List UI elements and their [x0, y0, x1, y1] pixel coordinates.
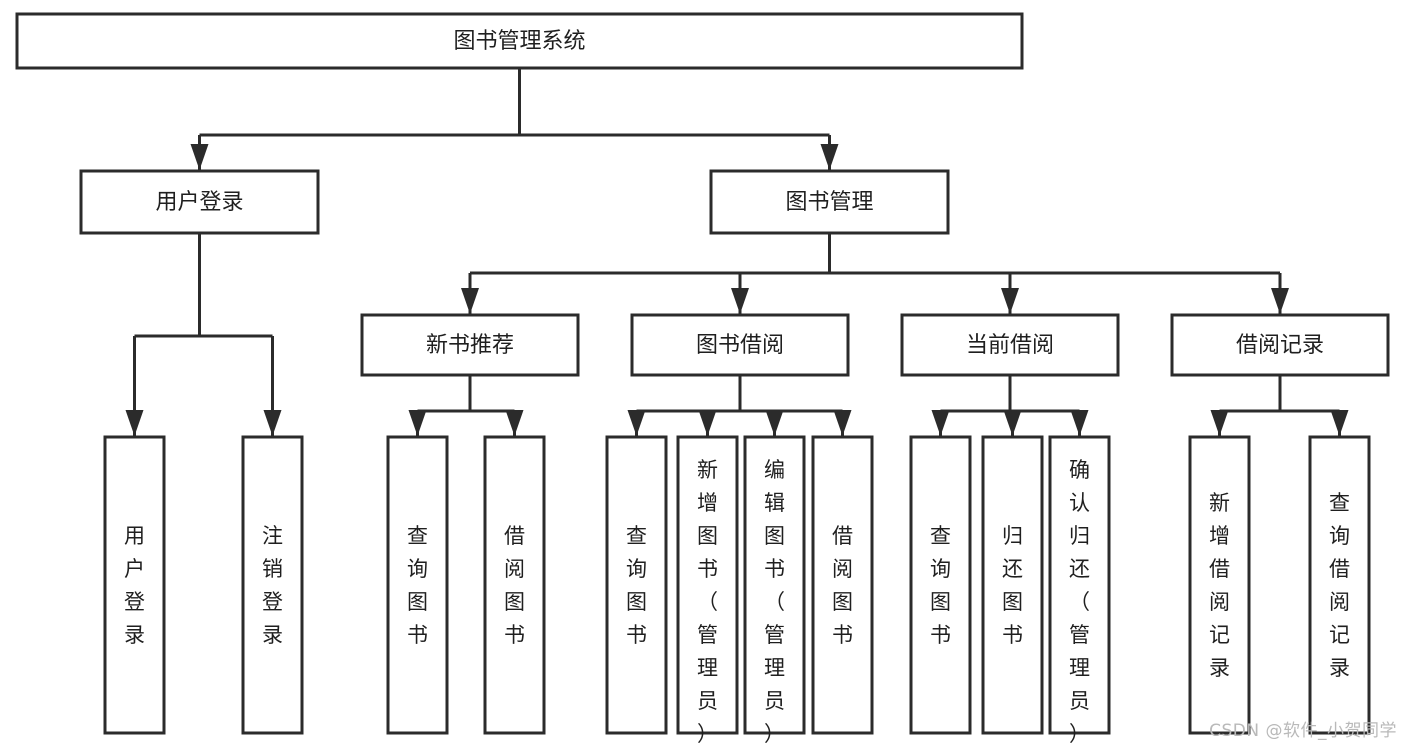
node-box	[605, 435, 668, 735]
node-label: 注销登录	[262, 524, 283, 647]
node-box	[981, 435, 1044, 735]
node-leaf-borrow-book-2[interactable]: 借阅图书	[811, 435, 874, 735]
node-borrow-record[interactable]: 借阅记录	[1170, 313, 1390, 377]
node-user-login[interactable]: 用户登录	[79, 169, 320, 235]
node-book-borrow[interactable]: 图书借阅	[630, 313, 850, 377]
connector-layer	[125, 68, 1349, 436]
node-box	[1308, 435, 1371, 735]
node-label: 查询图书	[407, 524, 428, 647]
arrow-head-icon	[505, 410, 524, 436]
arrow-head-icon	[1070, 410, 1089, 436]
arrow-head-icon	[461, 288, 479, 314]
node-box	[676, 435, 739, 735]
arrow-head-icon	[190, 144, 209, 170]
node-label: 编辑图书（管理员）	[764, 458, 785, 746]
node-box	[630, 313, 850, 377]
arrow-head-icon	[627, 410, 646, 436]
node-label: 新增图书（管理员）	[697, 458, 718, 746]
node-new-book-rec[interactable]: 新书推荐	[360, 313, 580, 377]
arrow-head-icon	[1330, 410, 1349, 436]
node-box	[1170, 313, 1390, 377]
node-label: 借阅图书	[504, 524, 525, 647]
node-label: 借阅图书	[832, 524, 853, 647]
node-label: 图书借阅	[696, 333, 784, 358]
node-label: 查询图书	[930, 524, 951, 647]
arrow-head-icon	[765, 410, 784, 436]
arrow-head-icon	[125, 410, 144, 436]
arrow-head-icon	[1001, 288, 1019, 314]
node-label: 确认归还（管理员）	[1069, 458, 1090, 746]
node-box	[79, 169, 320, 235]
node-label: 用户登录	[124, 524, 145, 647]
node-layer: 图书管理系统用户登录图书管理新书推荐图书借阅当前借阅借阅记录用户登录注销登录查询…	[15, 12, 1390, 746]
node-leaf-query-book-2[interactable]: 查询图书	[605, 435, 668, 735]
node-box	[1048, 435, 1111, 735]
arrow-head-icon	[833, 410, 852, 436]
node-box	[811, 435, 874, 735]
arrow-head-icon	[820, 144, 839, 170]
arrow-head-icon	[698, 410, 717, 436]
node-leaf-borrow-book-1[interactable]: 借阅图书	[483, 435, 546, 735]
node-label: 新增借阅记录	[1209, 491, 1230, 680]
node-label: 用户登录	[155, 190, 243, 215]
node-current-borrow[interactable]: 当前借阅	[900, 313, 1120, 377]
node-label: 查询图书	[626, 524, 647, 647]
node-leaf-user-logout[interactable]: 注销登录	[241, 435, 304, 735]
node-box	[1188, 435, 1251, 735]
arrow-head-icon	[1003, 410, 1022, 436]
node-book-manage[interactable]: 图书管理	[709, 169, 950, 235]
node-box	[386, 435, 449, 735]
arrow-head-icon	[1210, 410, 1229, 436]
node-label: 借阅记录	[1236, 333, 1324, 358]
arrow-head-icon	[1271, 288, 1289, 314]
node-leaf-user-login[interactable]: 用户登录	[103, 435, 166, 735]
node-leaf-add-record[interactable]: 新增借阅记录	[1188, 435, 1251, 735]
node-leaf-query-record[interactable]: 查询借阅记录	[1308, 435, 1371, 735]
arrow-head-icon	[408, 410, 427, 436]
node-label: 图书管理	[785, 190, 873, 215]
node-leaf-edit-book[interactable]: 编辑图书（管理员）	[743, 435, 806, 746]
node-label: 新书推荐	[426, 333, 514, 358]
node-leaf-query-book-3[interactable]: 查询图书	[909, 435, 972, 735]
node-box	[15, 12, 1024, 70]
node-box	[743, 435, 806, 735]
node-leaf-return-book[interactable]: 归还图书	[981, 435, 1044, 735]
node-box	[909, 435, 972, 735]
node-box	[709, 169, 950, 235]
node-leaf-confirm-return[interactable]: 确认归还（管理员）	[1048, 435, 1111, 746]
node-leaf-add-book[interactable]: 新增图书（管理员）	[676, 435, 739, 746]
node-root[interactable]: 图书管理系统	[15, 12, 1024, 70]
node-box	[900, 313, 1120, 377]
node-label: 当前借阅	[966, 333, 1054, 358]
node-label: 查询借阅记录	[1329, 491, 1350, 680]
node-leaf-query-book-1[interactable]: 查询图书	[386, 435, 449, 735]
arrow-head-icon	[931, 410, 950, 436]
node-box	[241, 435, 304, 735]
csdn-watermark: CSDN @软件_小贺同学	[1209, 721, 1397, 741]
arrow-head-icon	[263, 410, 282, 436]
arrow-head-icon	[731, 288, 749, 314]
node-label: 归还图书	[1002, 524, 1023, 647]
node-box	[360, 313, 580, 377]
node-box	[103, 435, 166, 735]
node-label: 图书管理系统	[453, 29, 585, 54]
node-box	[483, 435, 546, 735]
